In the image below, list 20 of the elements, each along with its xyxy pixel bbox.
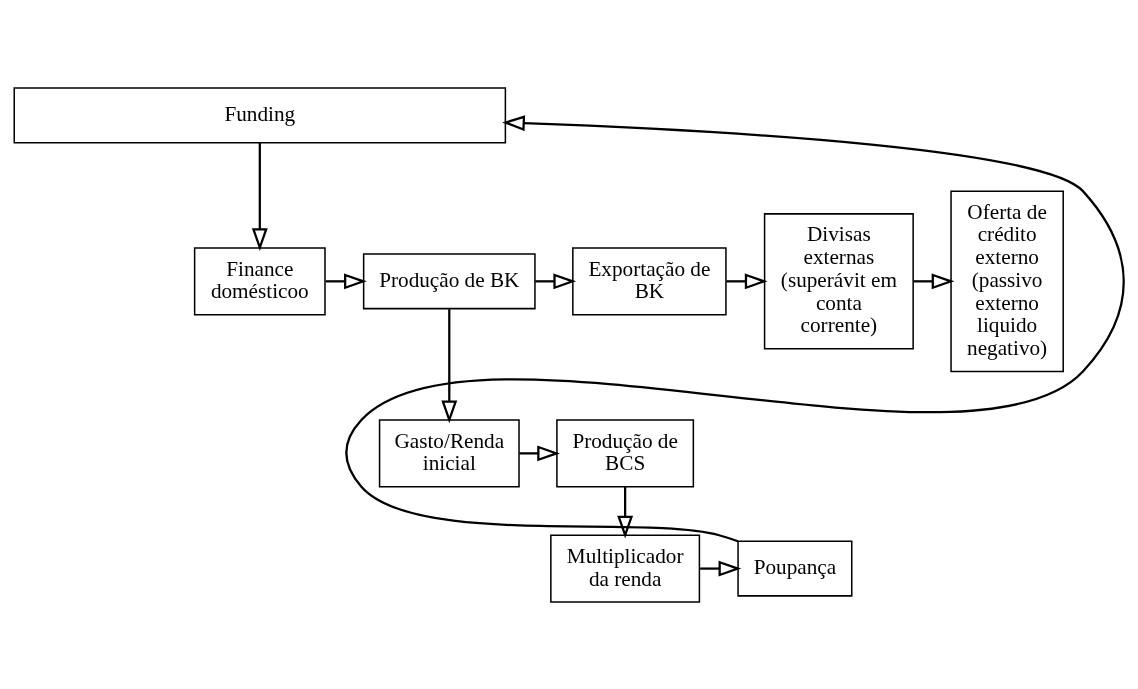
arrow [325,272,367,289]
node-box: Finance domésticoo [193,246,326,315]
arrow [251,142,268,251]
arrow [726,272,768,289]
node-box: Funding [13,86,507,143]
arrow [617,486,634,539]
node-box: Multiplicador da renda [550,534,701,603]
node-box: Exportação de BK [572,246,727,315]
node-box: Gasto/Renda inicial [378,418,520,487]
node-box: Produção de BK [362,252,536,309]
node-box: Produção de BCS [556,418,695,487]
arrow [346,114,1125,542]
arrow [441,308,458,423]
arrow [519,444,560,461]
node-box: Poupança [737,540,853,597]
arrow [913,272,955,289]
arrow [535,272,577,289]
node-box: Oferta de crédito externo (passivo externo liquido negativo) [950,189,1064,372]
arrow [700,560,742,577]
node-box: Divisas externas (superávit em conta corrente) [763,212,914,350]
